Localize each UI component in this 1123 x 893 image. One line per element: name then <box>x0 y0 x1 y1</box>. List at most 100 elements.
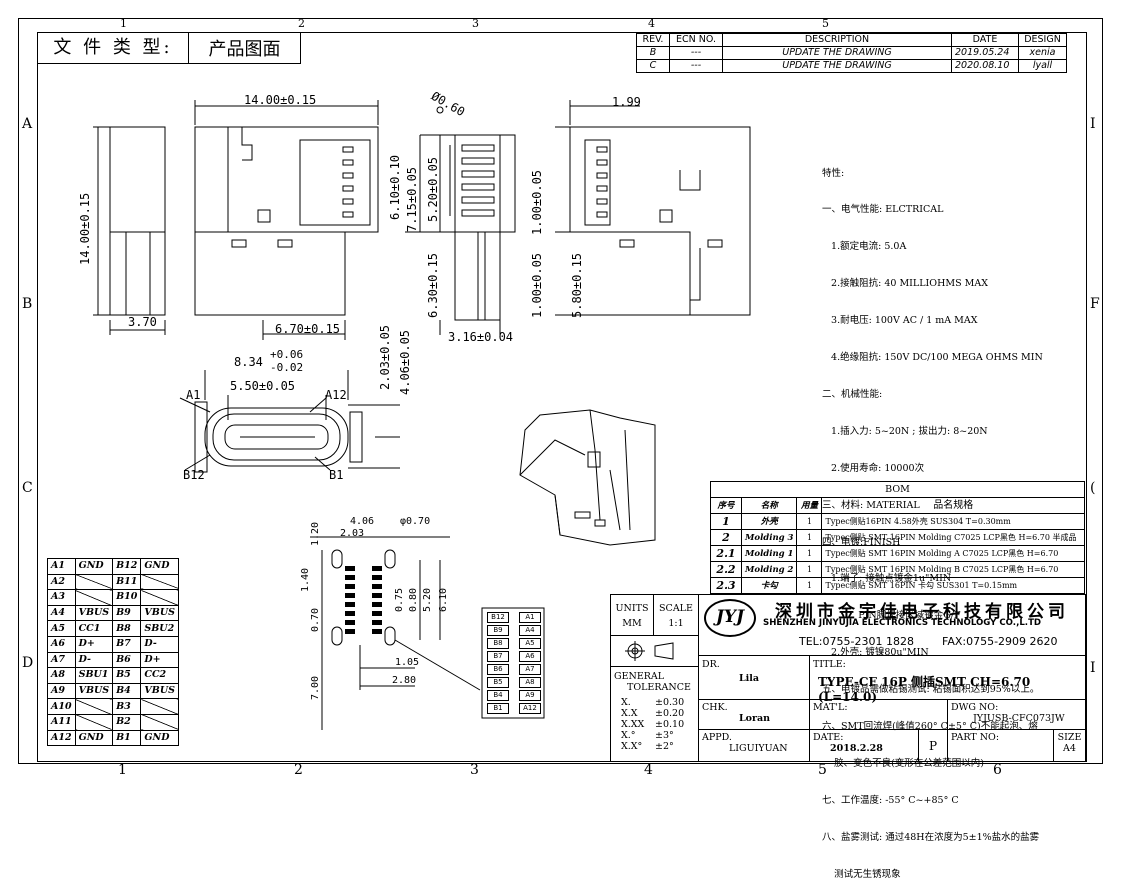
pin-signal-cell: D- <box>74 651 114 669</box>
bom-cell-no: 2.3 <box>710 577 742 594</box>
tolerance-value: ±0.30 <box>655 697 685 708</box>
appd-value: LIGUIYUAN <box>729 743 788 754</box>
date-cell: 2020.08.10 <box>951 59 1019 73</box>
pin-signal-cell: D+ <box>140 651 179 669</box>
dim-1-00-a: 1.00±0.05 <box>530 169 544 235</box>
footprint-pin-row: B8 A5 <box>487 638 541 651</box>
zone-top-4: 4 <box>648 17 655 30</box>
bom-cell-name: Molding 1 <box>740 545 798 562</box>
fp-dim-4-06: 4.06 <box>350 516 375 527</box>
scale-cell: SCALE 1:1 <box>654 595 699 635</box>
footprint-pin-label: A5 <box>519 638 541 649</box>
dim-3-16: 3.16±0.04 <box>448 330 514 344</box>
bom-cell-qty: 1 <box>796 577 823 594</box>
pin-number-cell: B10 <box>112 589 142 606</box>
zone-right-3: ( <box>1090 480 1096 496</box>
bom-cell-spec: Typec侧贴16PIN 4.58外壳 SUS304 T=0.30mm <box>821 513 1085 530</box>
tolerance-value: ±0.10 <box>655 719 685 730</box>
bom-cell-name: Molding 3 <box>740 529 798 546</box>
fp-dim-2-80: 2.80 <box>392 675 417 686</box>
company-name-en: SHENZHEN JINYUJIA ELECTRONICS TECHNOLOGY… <box>763 618 1042 628</box>
fp-dim-0-70: 0.70 <box>310 607 321 632</box>
footprint-pin-label: B8 <box>487 638 509 649</box>
tolerance-row: X.X±0.20 <box>621 708 698 719</box>
note-line: PIN脚焊接区域镀金G/F <box>822 610 961 622</box>
footprint-pin-label: B9 <box>487 625 509 636</box>
note-line: 4.绝缘阻抗: 150V DC/100 MEGA OHMS MIN <box>822 352 1043 364</box>
ecn-cell: --- <box>669 59 723 73</box>
pin-signal-cell: GND <box>140 729 179 747</box>
cross-section-view <box>179 370 400 473</box>
pin-number-cell: B1 <box>112 729 142 747</box>
bom-cell-no: 2.1 <box>710 545 742 562</box>
front-view <box>93 126 166 335</box>
fp-dim-phi-0-70: φ0.70 <box>400 516 431 527</box>
footprint-pin-label: A6 <box>519 651 541 662</box>
bom-cell-qty: 1 <box>796 513 823 530</box>
revision-row: C --- UPDATE THE DRAWING 2020.08.10 lyal… <box>636 59 1067 73</box>
scale-label: SCALE <box>659 603 693 614</box>
size-cell: SIZE A4 <box>1054 729 1085 762</box>
dwg-value: JYJUSB-CFC073JW <box>973 713 1065 724</box>
fp-dim-1-40: 1.40 <box>300 567 311 592</box>
bom-row: 2 Molding 3 1 Typec侧贴 SMT 16PIN Molding … <box>710 529 1085 546</box>
label-B1: B1 <box>329 468 344 482</box>
pin-signal-cell: VBUS <box>140 604 179 622</box>
units-label: UNITS <box>615 603 649 614</box>
zone-left-D: D <box>22 655 34 671</box>
note-line: 3.耐电压: 100V AC / 1 mA MAX <box>822 315 978 327</box>
footprint-pin-box <box>481 607 545 719</box>
bom-title: BOM <box>710 481 1085 498</box>
pin-number-cell: B5 <box>112 667 142 684</box>
footprint-pin-label: A1 <box>519 612 541 623</box>
company-cell: JYJ 深圳市金宇佳电子科技有限公司 SHENZHEN JINYUJIA ELE… <box>699 595 1085 655</box>
pin-signal-cell: SBU2 <box>140 620 179 637</box>
bom-cell-spec: Typec侧贴 SMT 16PIN Molding B C7025 LCP黑色 … <box>821 561 1085 578</box>
part-cell: PART NO: <box>948 729 1054 762</box>
zone-top-5: 5 <box>822 17 829 30</box>
footprint-pin-label: A4 <box>519 625 541 636</box>
label-A1: A1 <box>186 388 201 402</box>
bom-cell-no: 2.2 <box>710 561 742 578</box>
bom-cell-name: Molding 2 <box>740 561 798 578</box>
zone-bottom-2: 2 <box>294 762 303 778</box>
zone-right-4: I <box>1090 660 1096 676</box>
file-type-box: 文 件 类 型: 产品图面 <box>37 32 301 64</box>
chk-label: CHK. <box>702 702 728 713</box>
tolerance-format: X. <box>621 697 631 708</box>
design-cell: lyall <box>1018 59 1067 73</box>
pin-signal-cell: VBUS <box>140 682 179 700</box>
size-label: SIZE <box>1057 732 1082 743</box>
file-type-label: 文 件 类 型: <box>38 33 189 63</box>
note-line: 测试无生锈现象 <box>822 868 901 880</box>
connector-face-view <box>405 106 516 335</box>
tolerance-value: ±2° <box>655 741 674 752</box>
pin-number-cell: A4 <box>47 604 76 622</box>
date-cell: DATE: 2018.2.28 <box>810 729 919 762</box>
bom-col-name: 名称 <box>740 497 798 514</box>
date-label: DATE: <box>813 732 844 743</box>
pin-number-cell: A7 <box>47 651 76 669</box>
tolerance-row: X.°±3° <box>621 730 698 741</box>
bom-header-row: 序号 名称 用量 品名规格 <box>710 497 1085 514</box>
bom-row: 2.1 Molding 1 1 Typec侧贴 SMT 16PIN Moldin… <box>710 545 1085 562</box>
title-cell: TITLE: TYPE-CF 16P 侧插SMT CH=6.70 (L=14.0… <box>810 655 1085 704</box>
dim-5-50: 5.50±0.05 <box>230 379 296 393</box>
company-logo: JYJ <box>704 599 756 637</box>
pin-signal-cell: GND <box>140 558 179 575</box>
appd-label: APPD. <box>702 732 732 743</box>
size-value: A4 <box>1063 743 1076 754</box>
zone-right-1: I <box>1090 116 1096 132</box>
pin-signal-cell <box>74 713 114 731</box>
fp-dim-0-75: 0.75 <box>394 587 405 612</box>
zone-top-2: 2 <box>298 17 305 30</box>
tolerance-format: X.XX <box>621 719 645 730</box>
title-value: TYPE-CF 16P 侧插SMT CH=6.70 (L=14.0) <box>818 675 1031 704</box>
footprint-pin-label: B5 <box>487 677 509 688</box>
